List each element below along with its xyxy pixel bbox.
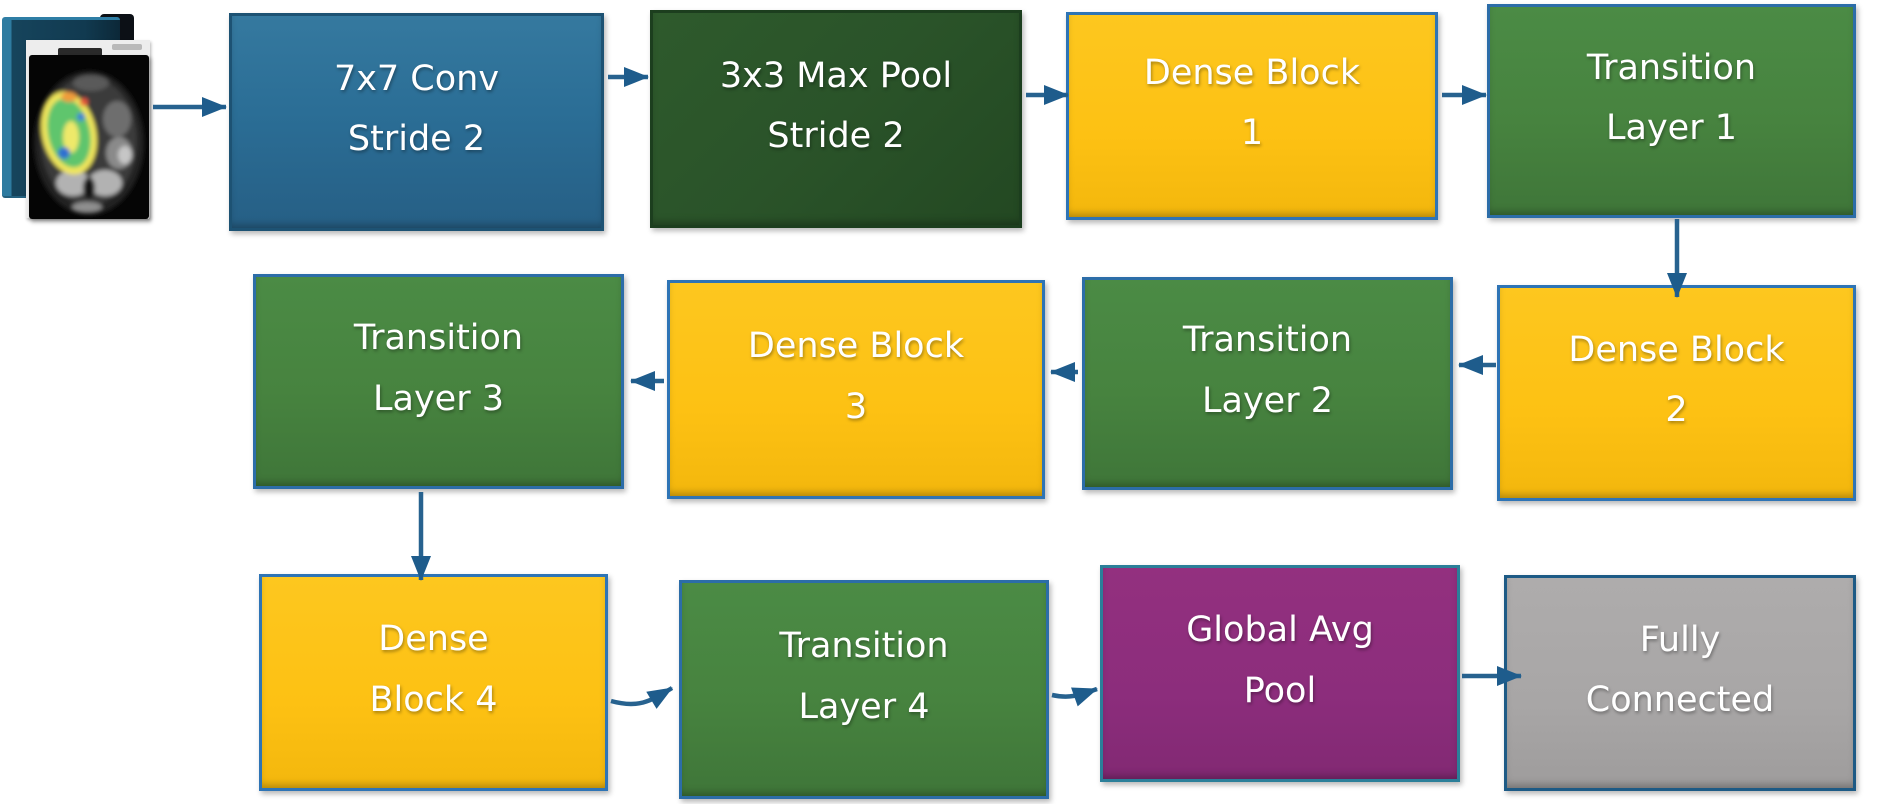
node-label-line2: 2 [1665,390,1688,430]
node-transition-layer-2: Transition Layer 2 [1082,277,1453,490]
node-label-line1: Transition [1182,320,1353,361]
node-label-line1: Transition [353,318,524,359]
node-label-line1: Global Avg [1186,610,1374,651]
ct-scan-illustration [29,55,149,219]
node-3x3-max-pool: 3x3 Max Pool Stride 2 [650,10,1022,228]
ct-input-stack [2,14,154,220]
node-label-line1: Fully [1639,619,1721,660]
node-label-line1: Dense [378,619,489,660]
node-label-line2: 3 [844,386,868,427]
page-smudge [58,48,102,57]
page-smudge [112,44,142,50]
node-label-line1: 3x3 Max Pool [719,55,953,96]
node-label-line2: Layer 2 [1202,380,1333,421]
node-transition-layer-1: Transition Layer 1 [1487,4,1856,218]
node-label-line1: Dense Block [747,326,965,367]
node-label-line1: Transition [1586,47,1757,88]
node-label-line2: Pool [1243,670,1317,711]
node-label-line1: Dense Block [1568,329,1785,370]
node-label-line2: Layer 1 [1606,108,1737,148]
node-label-line1: Dense Block [1143,52,1361,93]
ct-scan-image [29,55,149,219]
node-label-line2: Stride 2 [347,119,486,159]
node-7x7-conv: 7x7 Conv Stride 2 [229,13,604,231]
node-label-line1: 7x7 Conv [333,58,500,99]
node-label-line2: 1 [1240,113,1264,153]
node-dense-block-3: Dense Block 3 [667,280,1045,499]
node-label-line2: Stride 2 [767,116,905,156]
arrow-transition4-to-globalavg [1051,686,1098,707]
node-dense-block-4: Dense Block 4 [259,574,608,791]
node-dense-block-2: Dense Block 2 [1497,285,1856,501]
node-global-avg-pool: Global Avg Pool [1100,565,1460,782]
node-dense-block-1: Dense Block 1 [1066,12,1438,220]
node-label-line2: Layer 3 [373,378,504,419]
node-fully-connected: Fully Connected [1504,575,1856,791]
node-transition-layer-4: Transition Layer 4 [679,580,1049,799]
node-label-line2: Block 4 [369,679,498,720]
node-label-line2: Layer 4 [798,686,930,727]
node-transition-layer-3: Transition Layer 3 [253,274,624,489]
node-label-line2: Connected [1585,680,1775,720]
arrow-dense4-to-transition4 [610,686,674,709]
node-label-line1: Transition [779,626,949,667]
